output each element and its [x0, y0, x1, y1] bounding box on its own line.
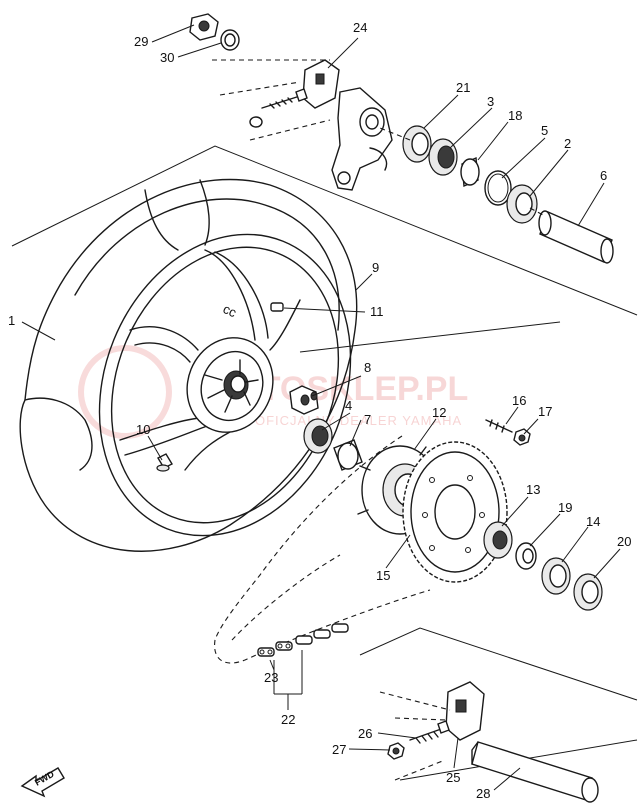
part-23-chain-link	[257, 641, 293, 657]
callout-19: 19	[558, 500, 572, 515]
callout-10: 10	[136, 422, 150, 437]
callout-1: 1	[8, 313, 15, 328]
part-21-collar	[402, 125, 432, 163]
callout-9: 9	[372, 260, 379, 275]
rim	[98, 233, 352, 537]
callout-5: 5	[541, 123, 548, 138]
right-side-parts	[379, 125, 614, 264]
part-11-balance-weight	[270, 302, 284, 312]
part-13-bearing	[483, 521, 513, 559]
part-18-spacer	[460, 156, 480, 188]
sprocket-assembly	[357, 419, 603, 611]
callout-27: 27	[332, 742, 346, 757]
upper-adjuster-parts	[189, 13, 340, 141]
part-14-oil-seal	[541, 557, 571, 595]
part-15-sprocket	[402, 441, 508, 583]
part-7-spacer	[333, 439, 363, 471]
callout-3: 3	[487, 94, 494, 109]
part-2-bearing	[506, 184, 538, 224]
rim-marking: cc	[221, 301, 240, 320]
part-5-circlip	[484, 170, 512, 206]
caliper-bracket	[331, 87, 393, 191]
callout-24: 24	[353, 20, 367, 35]
part-3-oil-seal	[428, 138, 458, 176]
part-6-sleeve	[538, 210, 614, 264]
watermark-subtext: OFICJALNY DEALER YAMAHA	[255, 413, 462, 428]
part-28-axle	[471, 741, 599, 803]
part-16-bolt	[485, 419, 513, 433]
callout-6: 6	[600, 168, 607, 183]
callout-21: 21	[456, 80, 470, 95]
callout-14: 14	[586, 514, 600, 529]
part-8-damper	[289, 385, 319, 415]
callout-2: 2	[564, 136, 571, 151]
drive-chain	[214, 435, 431, 664]
hub-parts	[270, 302, 363, 471]
callout-15: 15	[376, 568, 390, 583]
part-20-collar	[573, 573, 603, 611]
part-4-bearing	[303, 418, 333, 454]
callout-20: 20	[617, 534, 631, 549]
leader-lines	[21, 24, 621, 791]
callout-23: 23	[264, 670, 278, 685]
part-17-nut	[513, 428, 531, 446]
callout-17: 17	[538, 404, 552, 419]
callout-12: 12	[432, 405, 446, 420]
callout-26: 26	[358, 726, 372, 741]
callout-16: 16	[512, 393, 526, 408]
reference-planes	[11, 145, 638, 781]
callout-29: 29	[134, 34, 148, 49]
tire	[19, 178, 358, 552]
callout-13: 13	[526, 482, 540, 497]
callout-25: 25	[446, 770, 460, 785]
watermark-logo	[78, 345, 172, 439]
callout-7: 7	[364, 412, 371, 427]
callout-28: 28	[476, 786, 490, 801]
callout-8: 8	[364, 360, 371, 375]
callout-18: 18	[508, 108, 522, 123]
part-19-collar	[515, 542, 537, 570]
callout-22: 22	[281, 712, 295, 727]
callout-labels: 1 2 3 4 5 6 7 8 9 10 11 12 13 14 15 16 1…	[8, 20, 631, 801]
callout-11: 11	[370, 304, 384, 319]
forward-direction-badge: FWD	[20, 767, 65, 798]
lower-adjuster-parts	[379, 681, 599, 803]
callout-30: 30	[160, 50, 174, 65]
callout-4: 4	[345, 398, 352, 413]
